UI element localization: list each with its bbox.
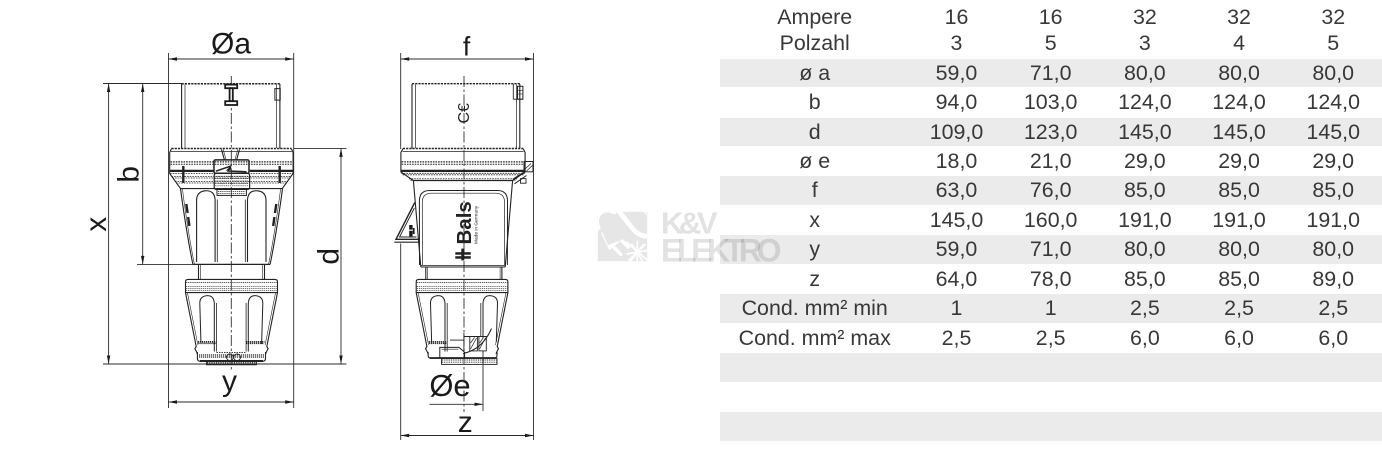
svg-text:y: y bbox=[222, 365, 237, 398]
svg-text:Bals: Bals bbox=[453, 201, 476, 244]
svg-text:C€: C€ bbox=[456, 103, 473, 124]
svg-text:b: b bbox=[113, 166, 146, 183]
svg-text:ELEKTRO: ELEKTRO bbox=[661, 233, 782, 269]
svg-text:x: x bbox=[80, 217, 113, 232]
svg-text:d: d bbox=[313, 248, 346, 265]
svg-text:f: f bbox=[463, 32, 471, 62]
svg-text:K&V: K&V bbox=[661, 206, 718, 241]
svg-text:Øa: Øa bbox=[211, 27, 251, 60]
svg-text:Made in Germany: Made in Germany bbox=[474, 205, 480, 244]
svg-text:z: z bbox=[458, 406, 473, 439]
